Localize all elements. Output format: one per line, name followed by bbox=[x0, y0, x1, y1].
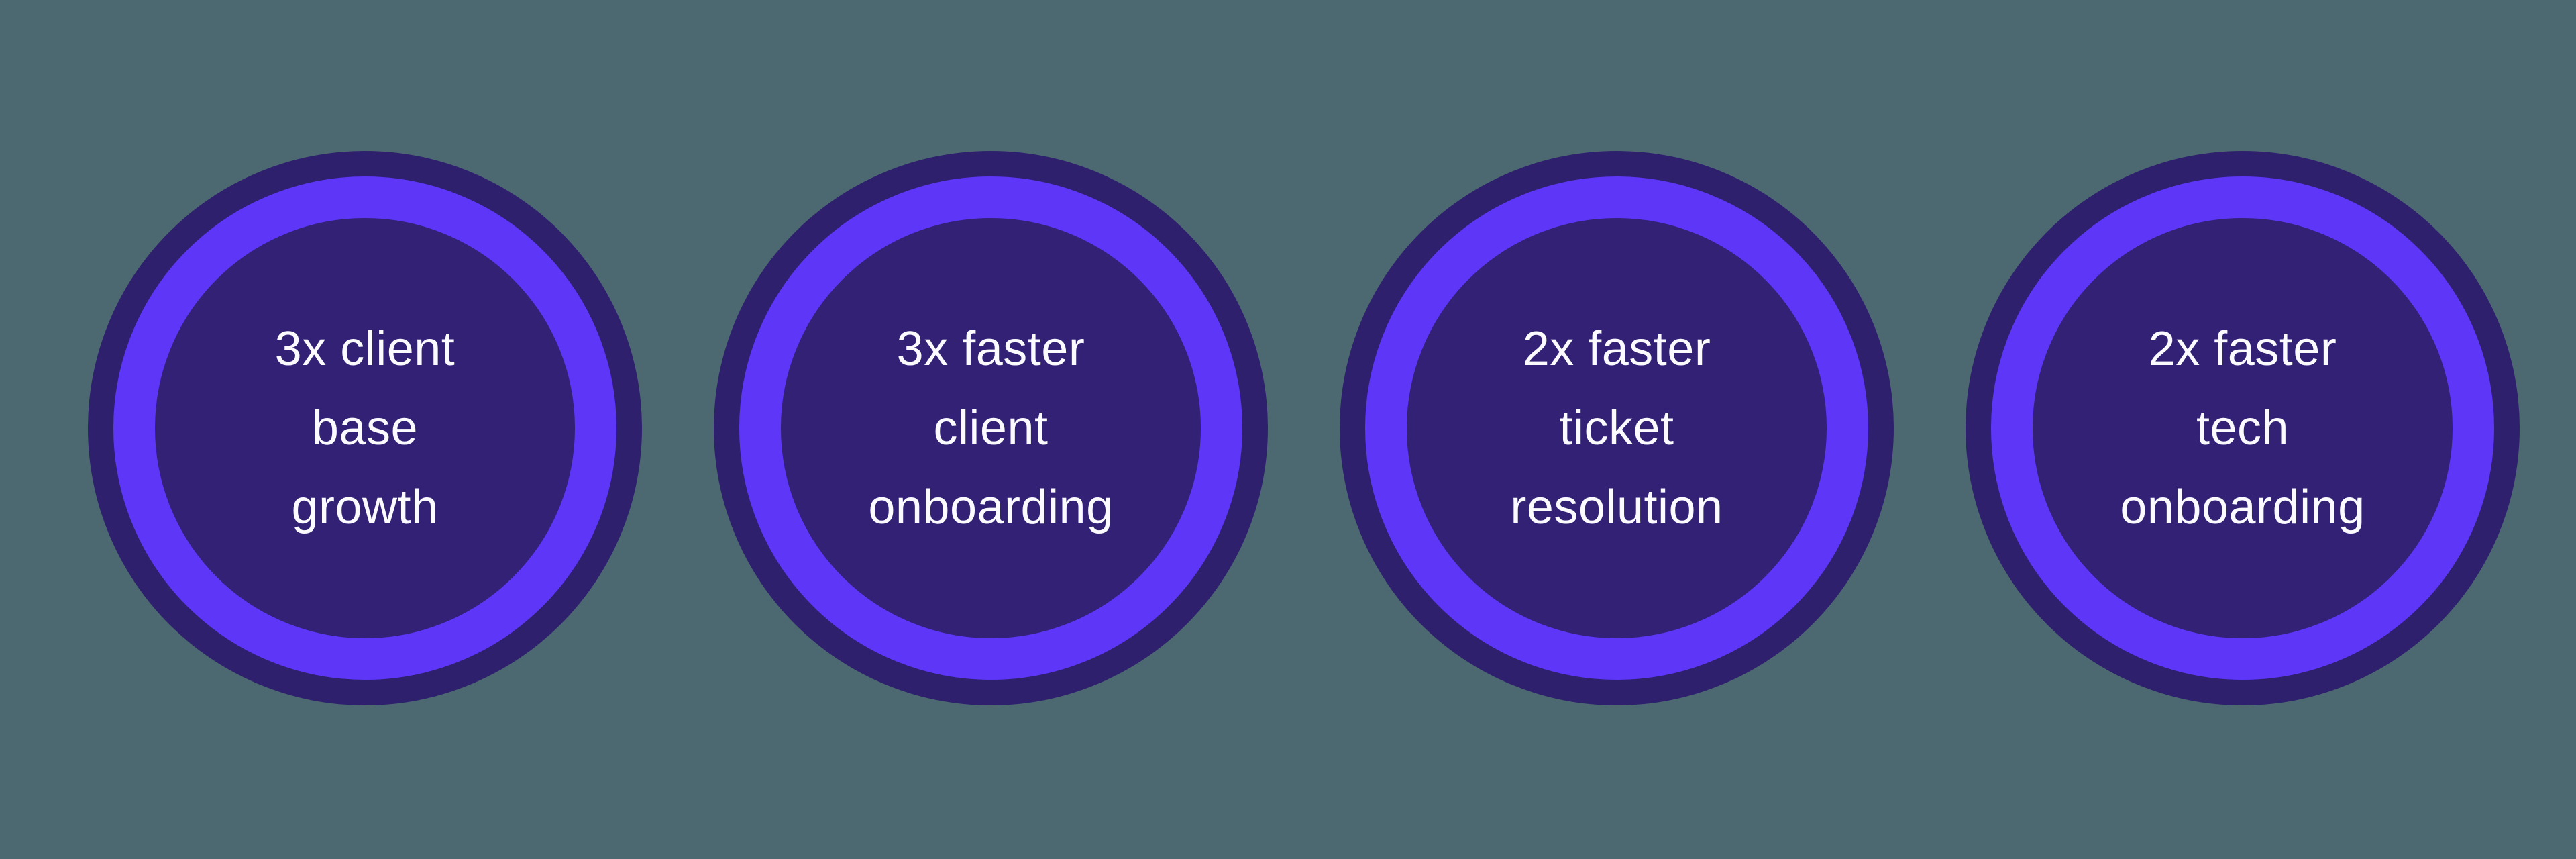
stat-circle-inner: 2x faster ticket resolution bbox=[1365, 176, 1868, 680]
stat-label-line: resolution bbox=[1510, 481, 1723, 534]
stat-label: 2x faster ticket resolution bbox=[1510, 309, 1723, 547]
stat-circle-ticket-resolution: 2x faster ticket resolution bbox=[1340, 151, 1894, 705]
stat-circle-client-base-growth: 3x client base growth bbox=[88, 151, 642, 705]
stat-circle-inner: 2x faster tech onboarding bbox=[1991, 176, 2494, 680]
stat-label-line: 3x client bbox=[274, 322, 455, 376]
stat-circle-tech-onboarding: 2x faster tech onboarding bbox=[1966, 151, 2520, 705]
stat-label-line: growth bbox=[291, 481, 439, 534]
stat-label-line: base bbox=[311, 401, 419, 455]
stat-label-line: 2x faster bbox=[2148, 322, 2337, 376]
stat-label-line: onboarding bbox=[868, 481, 1114, 534]
stat-circle-inner: 3x faster client onboarding bbox=[739, 176, 1242, 680]
stat-label-line: tech bbox=[2196, 401, 2290, 455]
stat-circle-client-onboarding: 3x faster client onboarding bbox=[714, 151, 1268, 705]
stat-circle-inner: 3x client base growth bbox=[113, 176, 616, 680]
stat-label: 2x faster tech onboarding bbox=[2120, 309, 2365, 547]
stat-label-line: client bbox=[933, 401, 1049, 455]
stat-label-line: ticket bbox=[1559, 401, 1674, 455]
stat-label-line: 2x faster bbox=[1522, 322, 1711, 376]
stat-label: 3x faster client onboarding bbox=[868, 309, 1113, 547]
stat-label-line: 3x faster bbox=[896, 322, 1085, 376]
stat-circle-row: 3x client base growth 3x faster client o… bbox=[88, 151, 2520, 705]
stat-label-line: onboarding bbox=[2120, 481, 2365, 534]
stat-label: 3x client base growth bbox=[275, 309, 455, 547]
